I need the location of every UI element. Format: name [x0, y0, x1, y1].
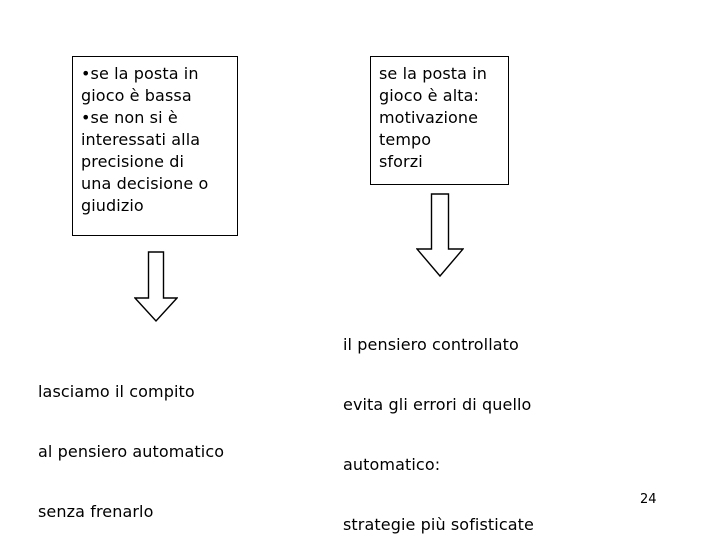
- box-high-line-4: tempo: [379, 130, 432, 149]
- box-low-line-2: gioco è bassa: [81, 86, 192, 105]
- text-block-automatic-thinking: lasciamo il compito al pensiero automati…: [38, 343, 224, 540]
- text-box-high-stakes[interactable]: se la posta in gioco è alta: motivazione…: [370, 56, 509, 185]
- automatic-line-1: lasciamo il compito: [38, 382, 195, 401]
- down-block-arrow-icon-right: [416, 193, 464, 278]
- automatic-line-2: al pensiero automatico: [38, 442, 225, 461]
- box-low-line-7: giudizio: [81, 196, 144, 215]
- box-low-line-4: interessati alla: [81, 130, 201, 149]
- box-low-line-5: precisione di: [81, 152, 185, 171]
- box-low-line-3: •se non si è: [81, 108, 178, 127]
- controlled-line-2: evita gli errori di quello: [343, 395, 532, 414]
- box-low-line-1: •se la posta in: [81, 64, 199, 83]
- down-block-arrow-icon-left: [134, 251, 178, 323]
- box-high-line-5: sforzi: [379, 152, 423, 171]
- page-number: 24: [640, 492, 657, 507]
- controlled-line-1: il pensiero controllato: [343, 335, 519, 354]
- text-box-low-stakes[interactable]: •se la posta in gioco è bassa •se non si…: [72, 56, 238, 236]
- controlled-line-4: strategie più sofisticate: [343, 515, 534, 534]
- text-block-controlled-thinking: il pensiero controllato evita gli errori…: [343, 296, 534, 540]
- box-high-line-2: gioco è alta:: [379, 86, 480, 105]
- controlled-line-3: automatico:: [343, 455, 441, 474]
- automatic-line-3: senza frenarlo: [38, 502, 154, 521]
- box-high-line-1: se la posta in: [379, 64, 488, 83]
- box-high-line-3: motivazione: [379, 108, 479, 127]
- box-low-line-6: una decisione o: [81, 174, 209, 193]
